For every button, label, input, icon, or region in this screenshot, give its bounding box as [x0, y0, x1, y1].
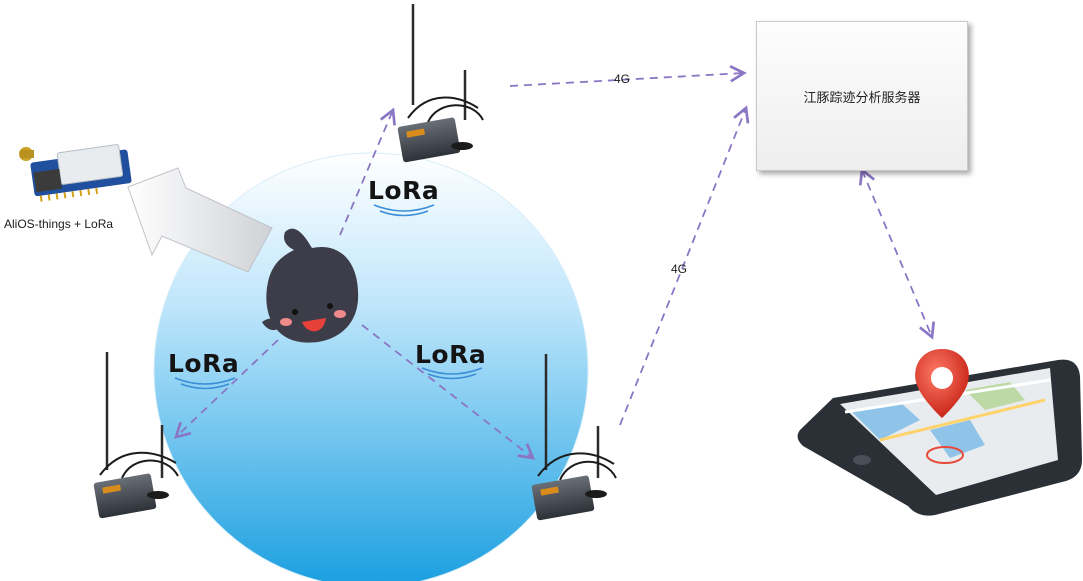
link-porpoise-to-left-gateway [173, 339, 279, 439]
link-server-to-tablet [858, 167, 936, 340]
lora-label-top: LoRa [368, 176, 440, 205]
dashed-links [173, 65, 936, 460]
location-pin-icon [915, 349, 969, 418]
server-box: 江豚踪迹分析服务器 [756, 21, 968, 171]
server-label: 江豚踪迹分析服务器 [803, 90, 921, 106]
lora-label-left: LoRa [168, 349, 240, 378]
lora-module-icon [19, 144, 132, 202]
lora-label-right: LoRa [415, 340, 487, 369]
porpoise-mascot-icon [262, 228, 359, 343]
gateway-router-icon [93, 352, 179, 519]
gateway-router-icon [397, 4, 484, 163]
lora-coverage-circle [153, 152, 589, 581]
module-caption: AliOS-things + LoRa [4, 217, 114, 231]
pointer-arrow-icon [127, 167, 273, 273]
link-label-4g-mid: 4G [671, 262, 688, 276]
link-porpoise-to-top-gateway [339, 107, 396, 236]
link-right-gateway-to-server [619, 105, 750, 426]
gateway-router-icon [531, 354, 617, 521]
link-label-4g-top: 4G [614, 72, 631, 86]
lora-signal-icon [174, 204, 483, 390]
link-top-gateway-to-server [509, 65, 747, 87]
